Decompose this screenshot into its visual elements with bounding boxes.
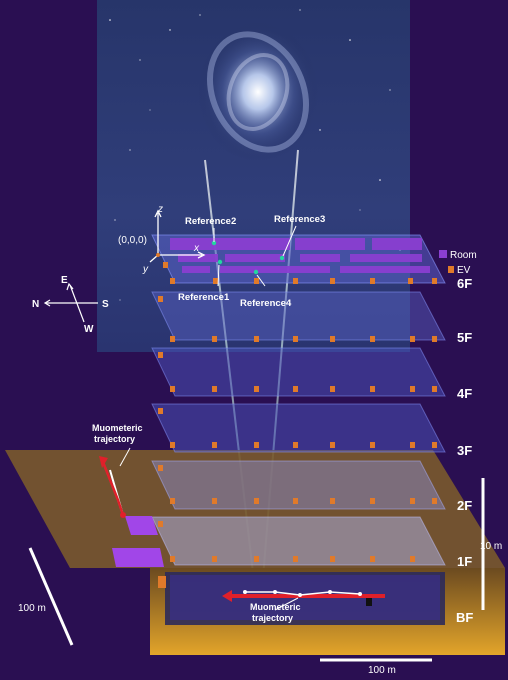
legend-room-swatch [439, 250, 447, 258]
origin-axes [149, 209, 206, 263]
galaxy [198, 22, 318, 162]
origin-label: (0,0,0) [118, 235, 147, 246]
ev-markers [158, 262, 437, 562]
floor-label-bf: BF [456, 610, 473, 625]
trajectory-bottom-label-2: trajectory [252, 613, 293, 623]
stars [109, 9, 401, 301]
legend-room-label: Room [450, 250, 477, 261]
rooms-1f [112, 516, 164, 567]
floor-slabs [151, 234, 446, 566]
compass-east: E [61, 275, 68, 286]
axis-z-label: z [157, 204, 163, 215]
slab-5f [151, 291, 446, 341]
reference4-label: Reference4 [240, 298, 292, 309]
reference2-label: Reference2 [185, 216, 236, 227]
floor-label-6f: 6F [457, 276, 472, 291]
floor-label-4f: 4F [457, 386, 472, 401]
basement [150, 568, 505, 655]
compass-north: N [32, 299, 39, 310]
origin-marker [156, 253, 160, 257]
scale-left-label: 100 m [18, 603, 46, 614]
trajectory-ground [99, 447, 131, 518]
reference-pointers [213, 225, 297, 287]
trajectory-top-label-1: Muometeric [92, 423, 143, 433]
scale-vertical-label: 10 m [480, 541, 502, 552]
scale-bottom-label: 100 m [368, 665, 396, 676]
reference-points [211, 240, 285, 275]
scale-bar-left [28, 547, 74, 646]
slab-3f [151, 403, 446, 453]
slab-1f [151, 516, 446, 566]
axis-y-label: y [142, 264, 149, 275]
floor-label-3f: 3F [457, 443, 472, 458]
slab-4f [151, 347, 446, 397]
legend-ev-swatch [448, 266, 454, 273]
compass-west: W [84, 324, 94, 335]
compass [43, 282, 98, 323]
trajectory-top-label-2: trajectory [94, 434, 135, 444]
trajectory-bottom-label-1: Muometeric [250, 602, 301, 612]
floor-label-1f: 1F [457, 554, 472, 569]
reference3-label: Reference3 [274, 214, 325, 225]
slab-2f [151, 460, 446, 510]
trajectory-basement [222, 590, 385, 611]
floor-label-2f: 2F [457, 498, 472, 513]
reference1-label: Reference1 [178, 292, 230, 303]
axis-x-label: x [193, 243, 200, 254]
floor-label-5f: 5F [457, 330, 472, 345]
rooms-6f [170, 238, 430, 273]
compass-south: S [102, 299, 109, 310]
legend-ev-label: EV [457, 265, 471, 276]
